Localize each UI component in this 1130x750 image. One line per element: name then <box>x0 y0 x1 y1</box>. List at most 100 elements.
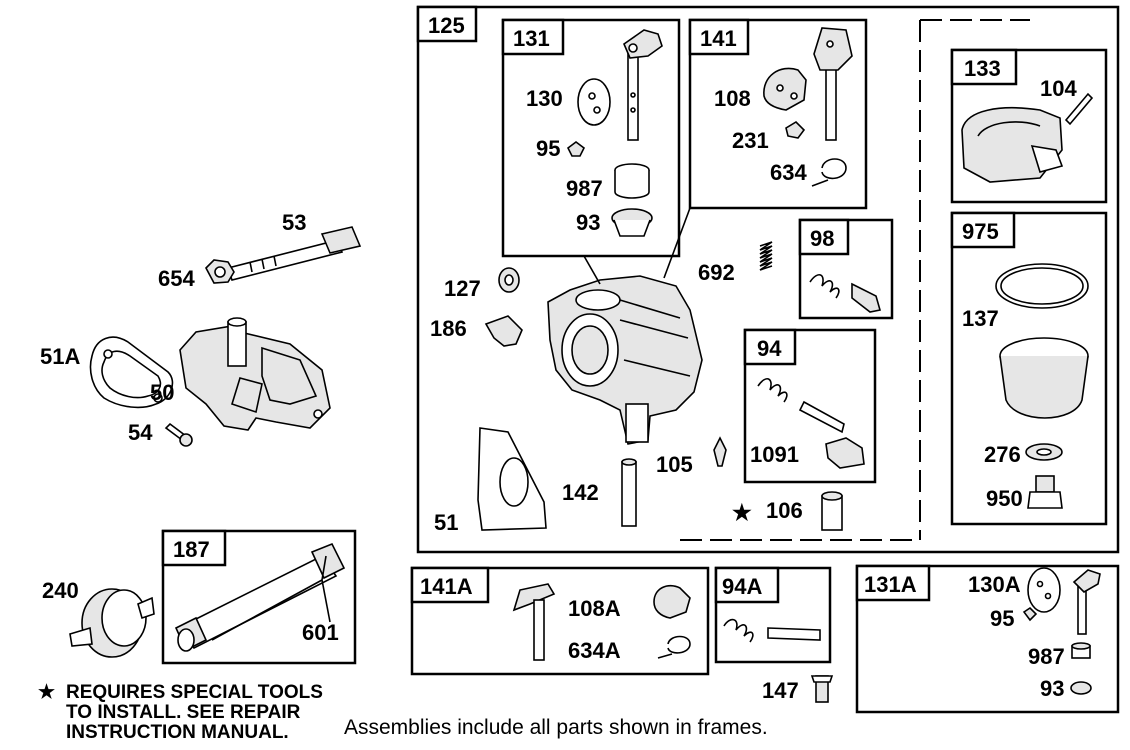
part-130-disc <box>577 78 611 126</box>
part-94-needle <box>757 378 865 469</box>
label-137: 137 <box>962 306 999 331</box>
part-142-tube <box>621 458 637 527</box>
label-692: 692 <box>698 260 735 285</box>
part-93-bushing <box>611 208 653 237</box>
label-130A: 130A <box>968 572 1021 597</box>
frame-94A: 94A <box>714 566 832 664</box>
part-51A-gasket <box>89 336 174 409</box>
label-95: 95 <box>536 136 560 161</box>
label-987b: 987 <box>1028 644 1065 669</box>
frame-975: 975 <box>950 211 1108 526</box>
part-975-bowl <box>999 337 1089 419</box>
label-93: 93 <box>576 210 600 235</box>
part-105-needle <box>713 436 727 467</box>
dashed-divider <box>680 19 1030 541</box>
label-634: 634 <box>770 160 807 185</box>
label-1091: 1091 <box>750 442 799 467</box>
part-987-seal <box>614 163 650 199</box>
part-950-screw <box>1027 475 1063 509</box>
note-star: ★ <box>38 682 55 703</box>
part-187-fuel-line <box>174 542 346 652</box>
frame-125-label: 125 <box>428 13 465 38</box>
label-95b: 95 <box>990 606 1014 631</box>
part-692-spring <box>759 241 773 271</box>
frame-975-label: 975 <box>962 219 999 244</box>
part-133-float <box>961 107 1064 183</box>
label-51A: 51A <box>40 344 80 369</box>
part-186-elbow <box>484 315 523 347</box>
part-104-pin <box>1064 92 1094 126</box>
note-line-3: INSTRUCTION MANUAL. <box>66 722 289 743</box>
note-line-1: REQUIRES SPECIAL TOOLS <box>66 682 323 703</box>
frame-125: 125 <box>416 5 1120 554</box>
part-634-spring <box>811 158 847 187</box>
frame-141A: 141A <box>410 566 710 676</box>
part-131-shaft <box>623 29 663 141</box>
label-104: 104 <box>1040 76 1077 101</box>
frame-98: 98 <box>798 218 894 320</box>
label-108: 108 <box>714 86 751 111</box>
frame-141-label: 141 <box>700 26 737 51</box>
part-634A-spring <box>657 635 691 659</box>
frame-133-label: 133 <box>964 56 1001 81</box>
part-137-gasket <box>995 263 1089 309</box>
part-labels: 53 654 51A 50 54 130 95 987 93 108 231 6… <box>40 76 1077 703</box>
label-231: 231 <box>732 128 769 153</box>
part-240-filter <box>69 588 155 658</box>
frame-94A-label: 94A <box>722 574 762 599</box>
label-130: 130 <box>526 86 563 111</box>
frame-131A: 131A <box>855 564 1120 714</box>
label-276: 276 <box>984 442 1021 467</box>
special-tools-note: ★ REQUIRES SPECIAL TOOLS TO INSTALL. SEE… <box>38 682 323 743</box>
part-654-nut <box>205 259 235 284</box>
frame-94-label: 94 <box>757 336 782 361</box>
part-93b-bushing <box>1070 681 1092 695</box>
part-98-spring-screw <box>809 274 882 313</box>
label-54: 54 <box>128 420 153 445</box>
frame-131-label: 131 <box>513 26 550 51</box>
label-987: 987 <box>566 176 603 201</box>
label-654: 654 <box>158 266 195 291</box>
label-105: 105 <box>656 452 693 477</box>
label-106: 106 <box>766 498 803 523</box>
label-634A: 634A <box>568 638 621 663</box>
part-130A-disc <box>1027 567 1061 613</box>
frame-187-label: 187 <box>173 537 210 562</box>
label-127: 127 <box>444 276 481 301</box>
frame-94: 94 <box>743 328 877 484</box>
part-54-screw <box>164 422 193 447</box>
frame-141A-label: 141A <box>420 574 473 599</box>
part-131A-shaft <box>1072 569 1101 635</box>
part-106-seat <box>821 491 843 531</box>
label-108A: 108A <box>568 596 621 621</box>
part-987b-seal <box>1071 642 1091 659</box>
label-53: 53 <box>282 210 306 235</box>
part-141A-shaft <box>512 583 556 661</box>
part-94A-needle <box>723 618 821 643</box>
part-51-gasket <box>477 427 547 531</box>
frame-98-label: 98 <box>810 226 834 251</box>
part-95b-screw <box>1022 606 1038 622</box>
assemblies-note: Assemblies include all parts shown in fr… <box>344 716 768 739</box>
frame-131A-label: 131A <box>864 572 917 597</box>
part-50-intake <box>179 317 331 431</box>
part-141-shaft <box>813 27 853 141</box>
note-line-2: TO INSTALL. SEE REPAIR <box>66 702 301 723</box>
label-186: 186 <box>430 316 467 341</box>
label-51: 51 <box>434 510 458 535</box>
label-147: 147 <box>762 678 799 703</box>
label-93b: 93 <box>1040 676 1064 701</box>
carburetor-body <box>547 275 703 445</box>
label-601: 601 <box>302 620 339 645</box>
part-276-washer <box>1025 443 1063 461</box>
part-108-disc <box>763 67 807 111</box>
part-231-screw <box>785 120 806 139</box>
frame-131: 131 <box>501 18 681 258</box>
part-108A-disc <box>653 584 691 619</box>
star-106: ★ <box>732 500 752 525</box>
part-147-screw <box>810 675 834 703</box>
frame-141: 141 <box>688 18 868 210</box>
label-50: 50 <box>150 380 174 405</box>
